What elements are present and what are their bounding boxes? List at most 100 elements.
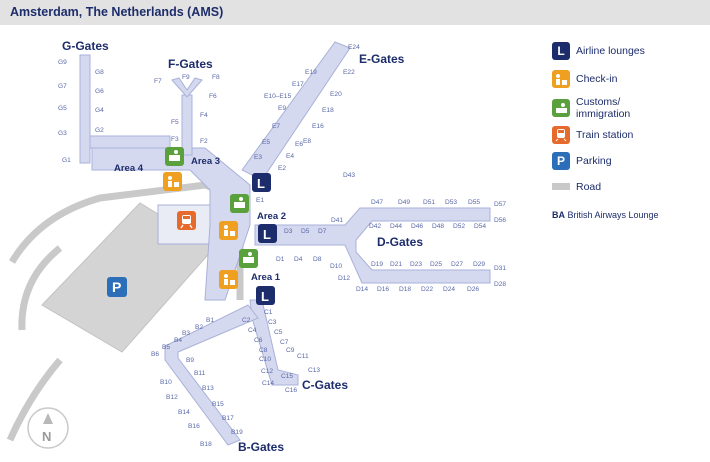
gate-label: E24 xyxy=(348,44,360,51)
gate-label: B17 xyxy=(222,415,234,422)
gate-label: D42 xyxy=(369,223,381,230)
legend-item-customs: Customs/ immigration xyxy=(552,96,646,120)
gate-label: D23 xyxy=(410,261,422,268)
gate-label: C5 xyxy=(274,329,283,336)
page-title: Amsterdam, The Netherlands (AMS) xyxy=(10,5,224,19)
gate-label: E20 xyxy=(330,91,342,98)
gate-label: B18 xyxy=(200,441,212,448)
checkin-icon[interactable] xyxy=(219,221,238,240)
gate-label: C16 xyxy=(285,387,297,394)
gate-label: B11 xyxy=(194,370,206,377)
gate-label: F2 xyxy=(200,138,208,145)
gate-label: B9 xyxy=(186,357,194,364)
legend-label: Airline lounges xyxy=(576,45,645,57)
gate-label: B12 xyxy=(166,394,178,401)
gate-label: C11 xyxy=(297,353,309,360)
e-gate-labels: E24 E22 E19 E20 E17 E18 E10–E15 E16 E9 E… xyxy=(254,44,360,204)
legend-item-lounges: L Airline lounges xyxy=(552,42,645,60)
gate-label: D26 xyxy=(467,286,479,293)
gate-label: C6 xyxy=(254,337,263,344)
legend-item-checkin: Check-in xyxy=(552,70,617,88)
gate-label: C9 xyxy=(286,347,295,354)
gate-label: E3 xyxy=(254,154,262,161)
gate-label: F7 xyxy=(154,78,162,85)
parking-icon: P xyxy=(552,152,570,170)
gate-label: E6 xyxy=(295,141,303,148)
gate-label: D22 xyxy=(421,286,433,293)
customs-icon[interactable] xyxy=(239,249,258,268)
gate-label: D16 xyxy=(377,286,389,293)
gate-label: G1 xyxy=(62,157,71,164)
area-4-label: Area 4 xyxy=(114,163,144,174)
gate-label: G2 xyxy=(95,127,104,134)
lounge-icon[interactable]: L xyxy=(256,286,275,305)
gate-label: E7 xyxy=(272,123,280,130)
gate-label: F9 xyxy=(182,74,190,81)
ba-code: BA xyxy=(552,210,565,220)
gate-label: F4 xyxy=(200,112,208,119)
legend-label: Parking xyxy=(576,155,612,167)
ba-text: British Airways Lounge xyxy=(567,210,659,220)
area-2-label: Area 2 xyxy=(257,211,286,222)
gate-label: D55 xyxy=(468,199,480,206)
gate-label: D12 xyxy=(338,275,350,282)
customs-icon[interactable] xyxy=(165,147,184,166)
legend-label: Road xyxy=(576,180,602,193)
road-swatch xyxy=(552,183,570,190)
gate-label: C13 xyxy=(308,367,320,374)
legend-item-train: Train station xyxy=(552,126,633,144)
gate-label: B1 xyxy=(206,317,214,324)
gate-label: D5 xyxy=(301,228,310,235)
svg-text:L: L xyxy=(263,227,271,242)
gate-label: D24 xyxy=(443,286,455,293)
gate-label: C15 xyxy=(281,373,293,380)
gate-label: D31 xyxy=(494,265,506,272)
gate-label: B16 xyxy=(188,423,200,430)
gate-label: F6 xyxy=(209,93,217,100)
c-gates-title: C-Gates xyxy=(302,378,348,392)
compass-icon: N xyxy=(27,407,69,449)
d-gates-title: D-Gates xyxy=(377,235,423,249)
gate-label: C2 xyxy=(242,317,251,324)
gate-label: C14 xyxy=(262,380,274,387)
gate-label: B5 xyxy=(162,344,170,351)
gate-label: E10–E15 xyxy=(264,93,291,100)
gate-label: D29 xyxy=(473,261,485,268)
gate-label: E16 xyxy=(312,123,324,130)
train-icon[interactable] xyxy=(177,211,196,230)
legend-label: Customs/ immigration xyxy=(576,96,631,120)
gate-label: E4 xyxy=(286,153,294,160)
gate-label: E2 xyxy=(278,165,286,172)
legend-label: Check-in xyxy=(576,73,618,85)
lounge-icon[interactable]: L xyxy=(252,173,271,192)
gate-label: D44 xyxy=(390,223,402,230)
g-gates-title: G-Gates xyxy=(62,39,109,53)
f-gate-labels: F7 F9 F8 F6 F5 F4 F3 F2 xyxy=(154,74,220,145)
ba-lounge-note: BA British Airways Lounge xyxy=(552,210,702,221)
legend-label: Train station xyxy=(576,129,634,141)
area-1-label: Area 1 xyxy=(251,272,281,283)
checkin-icon[interactable] xyxy=(219,270,238,289)
gate-label: D1 xyxy=(276,256,285,263)
parking-icon[interactable]: P xyxy=(107,277,127,297)
gate-label: D41 xyxy=(331,217,343,224)
customs-icon[interactable] xyxy=(230,194,249,213)
b-gates-title: B-Gates xyxy=(238,440,284,454)
gate-label: G6 xyxy=(95,88,104,95)
gate-label: E17 xyxy=(292,81,304,88)
gate-label: E9 xyxy=(278,105,286,112)
gate-label: E22 xyxy=(343,69,355,76)
checkin-icon[interactable] xyxy=(163,172,182,191)
gate-label: B4 xyxy=(174,337,182,344)
gate-label: D52 xyxy=(453,223,465,230)
gate-label: C8 xyxy=(259,347,268,354)
gate-label: D51 xyxy=(423,199,435,206)
gate-label: F8 xyxy=(212,74,220,81)
gate-label: G3 xyxy=(58,130,67,137)
gate-label: D3 xyxy=(284,228,293,235)
gate-label: D8 xyxy=(313,256,322,263)
gate-label: G5 xyxy=(58,105,67,112)
gate-label: B6 xyxy=(151,351,159,358)
lounge-icon[interactable]: L xyxy=(258,224,277,243)
train-icon xyxy=(552,126,570,144)
